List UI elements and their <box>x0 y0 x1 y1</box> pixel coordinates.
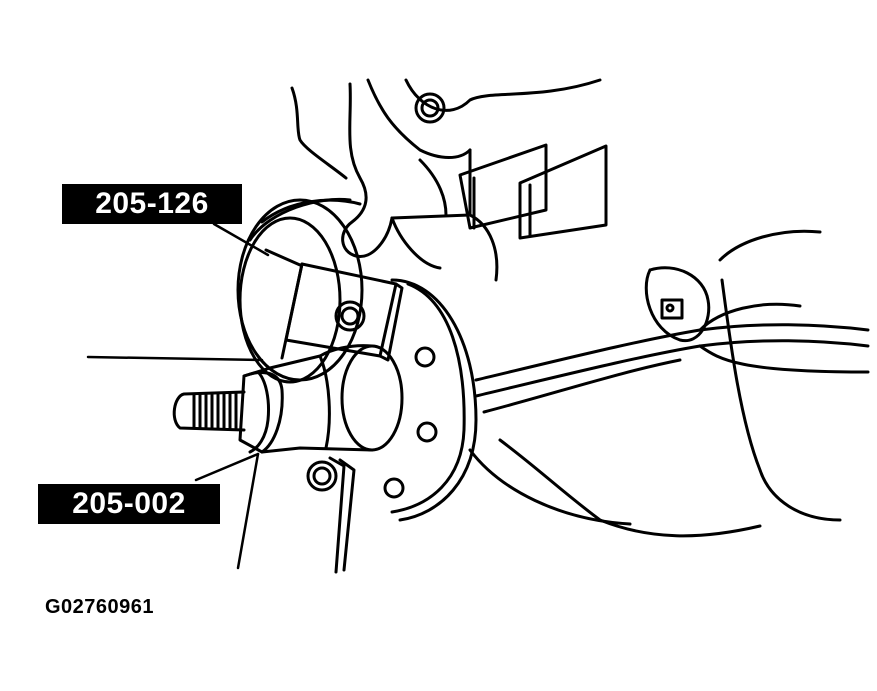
knuckle-bolt <box>416 94 444 122</box>
tool-205-126 <box>266 250 402 360</box>
brake-caliper <box>460 145 606 238</box>
callout-label-205-126: 205-126 <box>62 184 242 224</box>
tool-205-002 <box>240 346 402 452</box>
control-arm <box>470 231 868 536</box>
leader-lines <box>88 224 268 568</box>
hub-flange <box>336 280 476 520</box>
threaded-rod <box>174 392 244 430</box>
callout-label-205-002: 205-002 <box>38 484 220 524</box>
steering-knuckle <box>292 80 600 280</box>
figure-id: G02760961 <box>45 596 155 618</box>
lower-stud <box>308 458 354 572</box>
rotor-disc <box>238 199 362 382</box>
